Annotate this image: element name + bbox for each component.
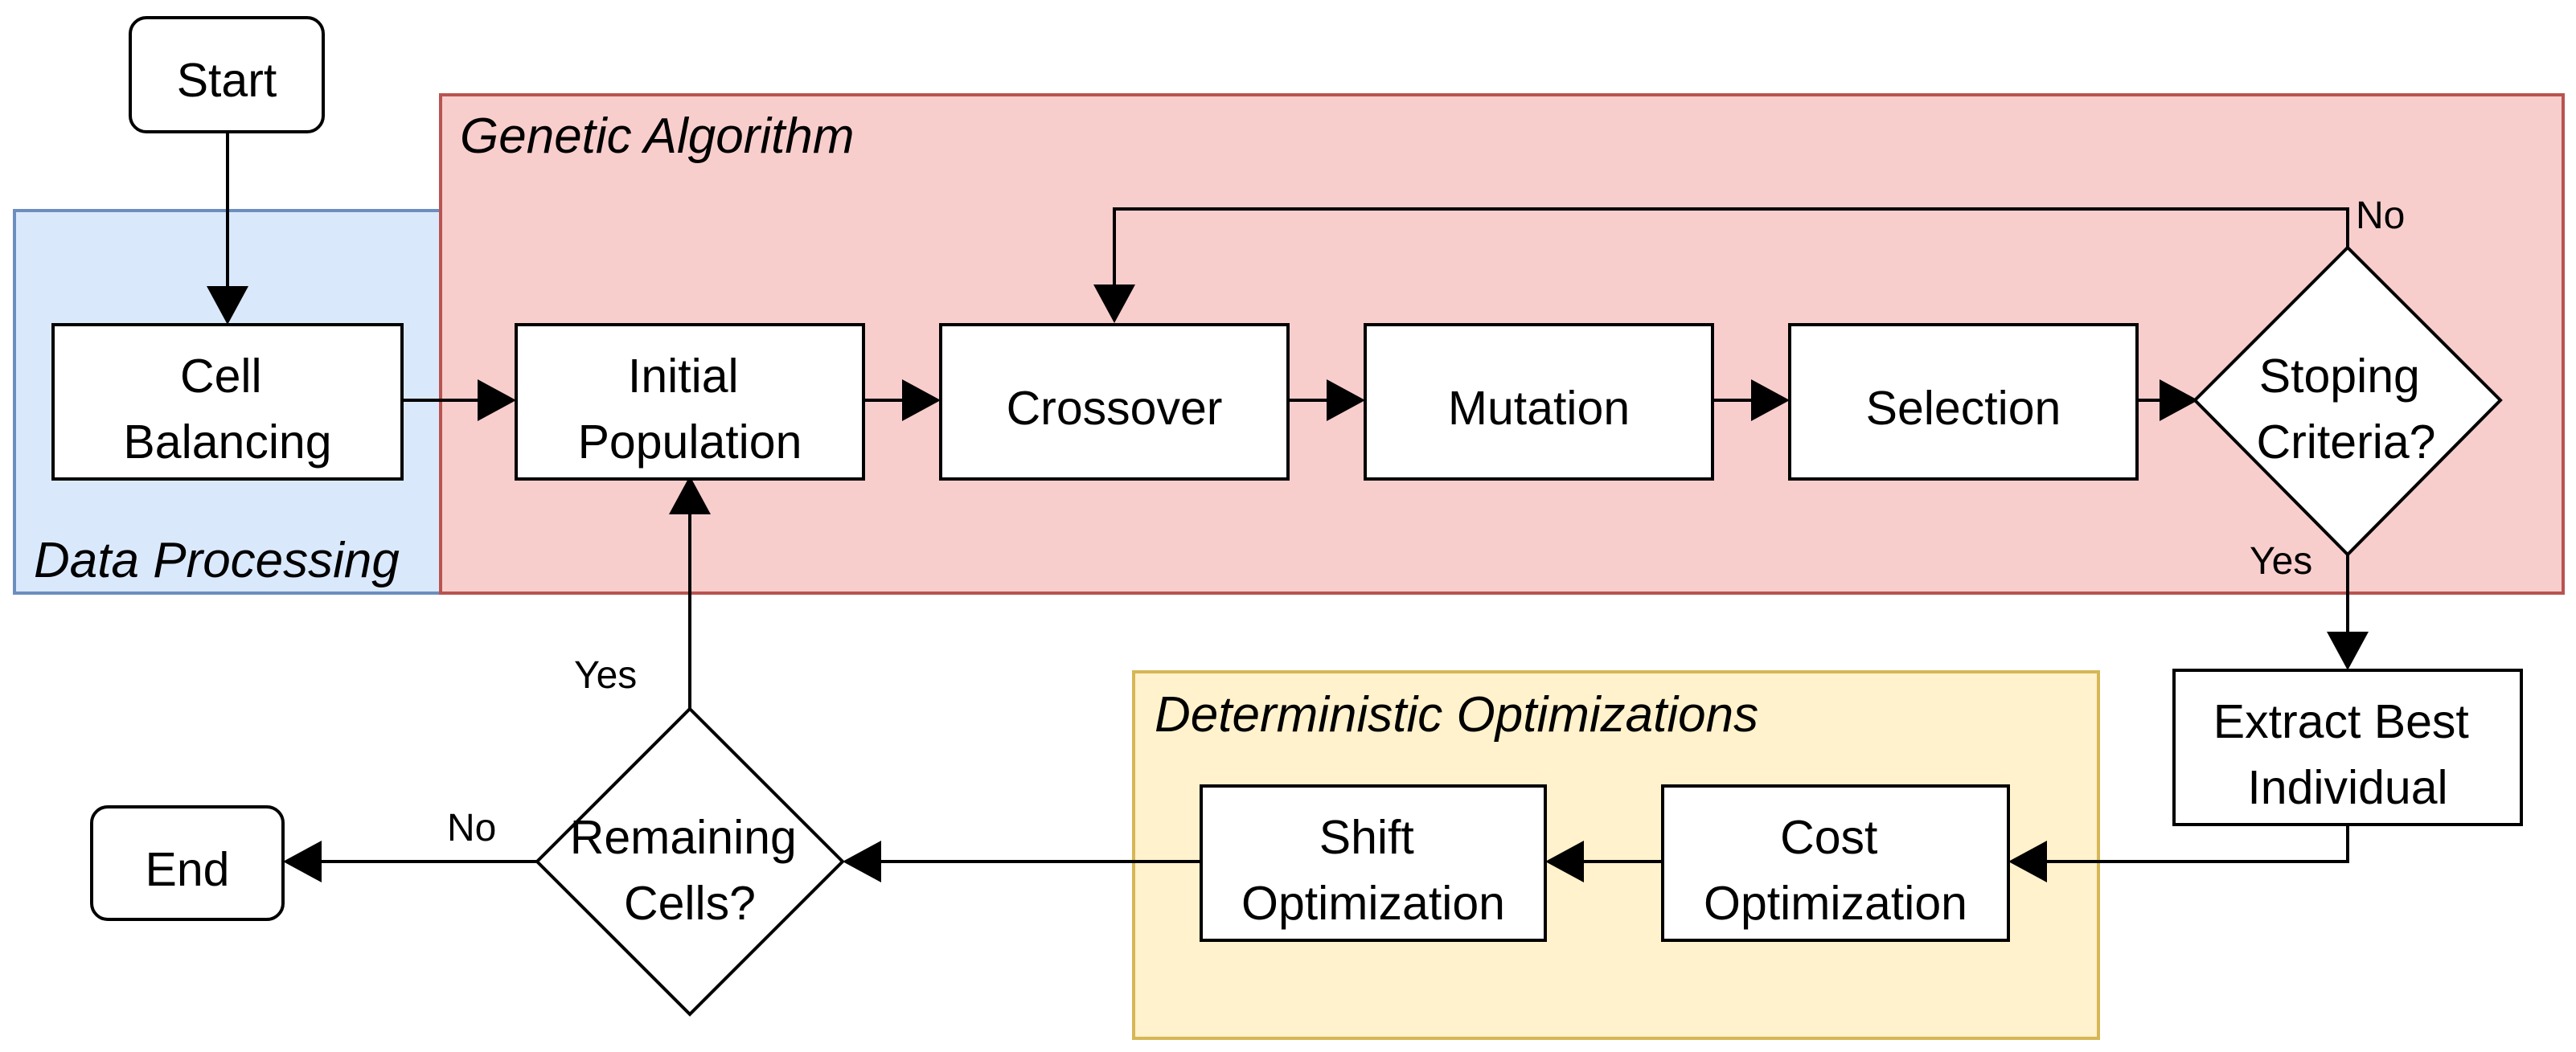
node-initial-population: Initial Population: [515, 323, 865, 481]
edge-extract-best-to-cost-optimization: [2044, 825, 2349, 863]
arrowhead: [1093, 284, 1135, 323]
node-stopping-criteria-label: Stoping Criteria?: [2257, 350, 2436, 469]
node-initial-population-label: Initial Population: [578, 350, 802, 469]
node-start: Start: [129, 16, 325, 133]
node-cost-optimization-label: Cost Optimization: [1704, 811, 1967, 930]
node-stopping-criteria: Stoping Criteria?: [2192, 245, 2503, 557]
node-selection: Selection: [1788, 323, 2139, 481]
group-label-data-processing: Data Processing: [34, 533, 400, 588]
node-cell-balancing: Cell Balancing: [51, 323, 404, 481]
node-crossover-label: Crossover: [1007, 382, 1223, 435]
arrowhead: [902, 379, 941, 421]
edge-stopping-criteria-no-to-crossover: [1113, 207, 2349, 288]
arrowhead: [2327, 632, 2369, 670]
node-end: End: [90, 805, 285, 921]
node-extract-best-individual: Extract Best Individual: [2172, 669, 2523, 826]
node-mutation: Mutation: [1364, 323, 1714, 481]
edge-label-stop-yes: Yes: [2250, 540, 2312, 583]
node-cost-optimization: Cost Optimization: [1661, 784, 2010, 942]
node-cell-balancing-label: Cell Balancing: [123, 350, 331, 469]
edge-label-stop-no: No: [2356, 194, 2405, 237]
edges: [207, 132, 2369, 882]
edge-label-remaining-yes: Yes: [574, 654, 637, 697]
node-selection-label: Selection: [1866, 382, 2061, 435]
arrowhead: [2160, 379, 2198, 421]
node-mutation-label: Mutation: [1448, 382, 1630, 435]
node-shift-optimization-label: Shift Optimization: [1241, 811, 1505, 930]
node-extract-best-individual-label: Extract Best Individual: [2213, 695, 2482, 814]
arrowhead: [283, 841, 322, 882]
arrowhead: [2008, 841, 2047, 882]
node-remaining-cells: Remaining Cells?: [535, 706, 845, 1017]
arrowhead: [478, 379, 516, 421]
group-label-genetic-algorithm: Genetic Algorithm: [460, 108, 854, 164]
arrowhead: [669, 476, 711, 514]
node-start-label: Start: [177, 54, 277, 107]
node-remaining-cells-label: Remaining Cells?: [570, 811, 810, 930]
arrowhead: [207, 286, 248, 325]
node-shift-optimization: Shift Optimization: [1200, 784, 1547, 942]
arrowhead: [1751, 379, 1790, 421]
node-crossover: Crossover: [939, 323, 1290, 481]
arrowhead: [1327, 379, 1365, 421]
group-label-deterministic-optimizations: Deterministic Optimizations: [1155, 687, 1758, 743]
node-end-label: End: [146, 843, 230, 896]
arrowhead: [1545, 841, 1584, 882]
edge-label-remaining-no: No: [447, 807, 496, 849]
arrowhead: [843, 841, 881, 882]
